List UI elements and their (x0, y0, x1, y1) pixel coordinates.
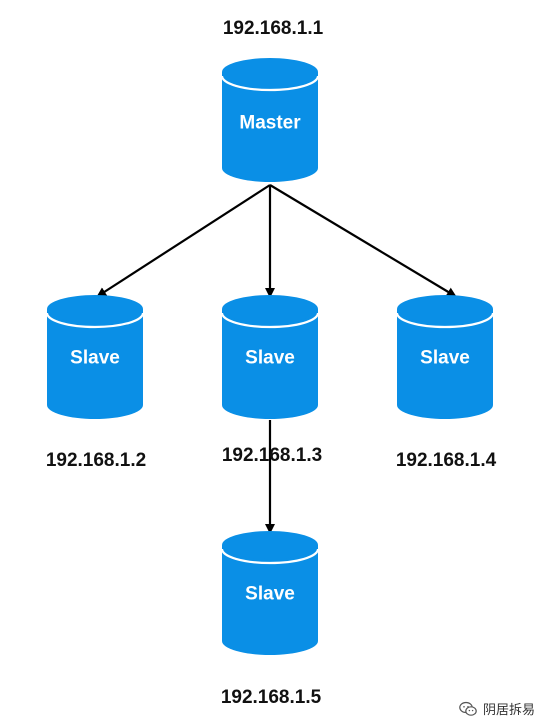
slave4-db-cylinder (220, 531, 320, 655)
wechat-icon (459, 701, 477, 716)
edge-master-slave3 (269, 184, 457, 298)
slave3-ip-label: 192.168.1.4 (395, 450, 497, 471)
slave2-db-label: Slave (245, 347, 295, 369)
master-db-cylinder (220, 58, 320, 182)
slave2-ip-label: 192.168.1.3 (221, 445, 323, 466)
watermark-text: 阴居拆易 (482, 703, 535, 718)
master-ip-label: 192.168.1.1 (222, 18, 324, 39)
slave4-db-label: Slave (245, 583, 295, 605)
slave2-db-cylinder (220, 295, 320, 419)
slave3-db-label: Slave (420, 347, 470, 369)
slave1-db-label: Slave (70, 347, 120, 369)
slave1-ip-label: 192.168.1.2 (45, 450, 147, 471)
watermark: 阴居拆易 (459, 699, 535, 718)
edge-master-slave1 (96, 184, 271, 298)
slave4-ip-label: 192.168.1.5 (220, 687, 322, 708)
slave3-db-cylinder (395, 295, 495, 419)
slave1-db-cylinder (45, 295, 145, 419)
master-db-label: Master (239, 112, 301, 134)
